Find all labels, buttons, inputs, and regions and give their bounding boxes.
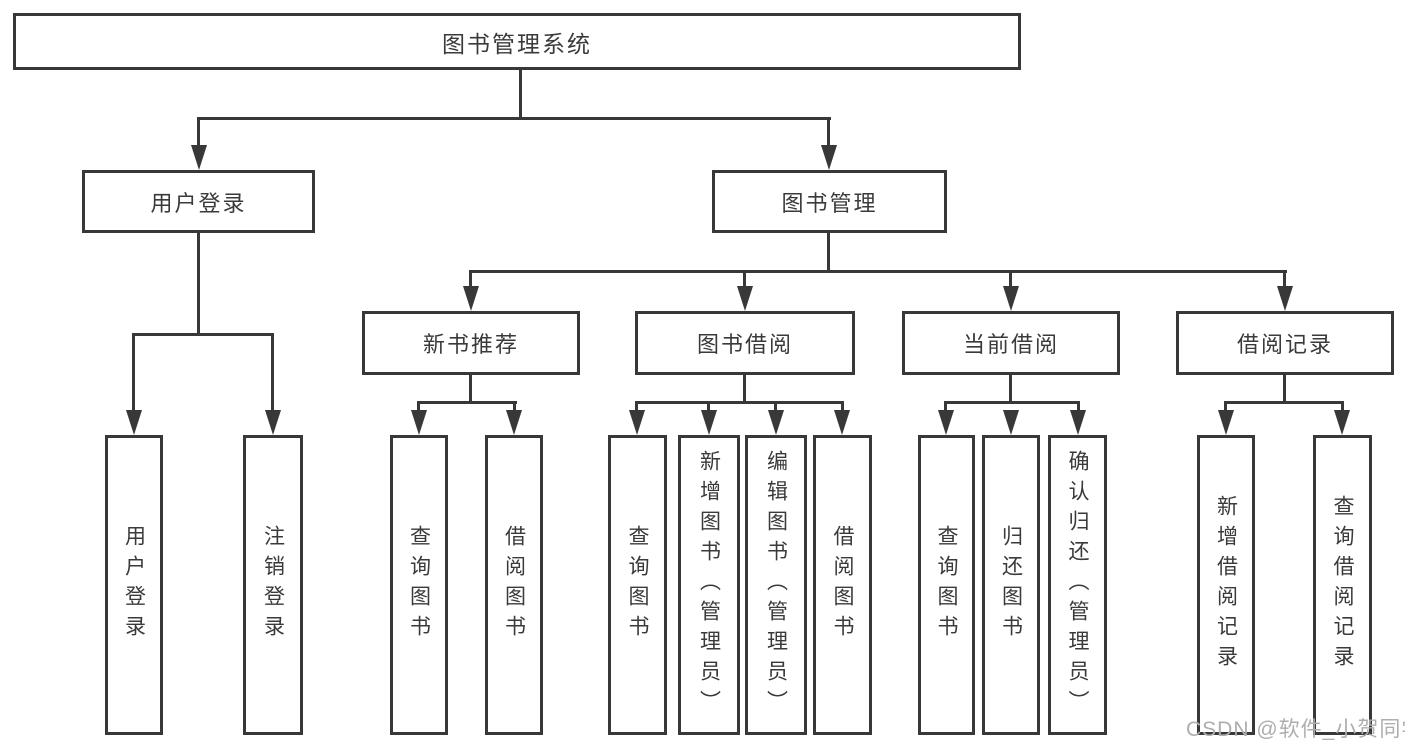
arrow-down-icon — [1218, 410, 1234, 435]
node-current-borrow: 当前借阅 — [902, 311, 1120, 375]
leaf-borrow-query-book: 查询图书 — [608, 435, 667, 735]
arrow-down-icon — [1003, 286, 1019, 311]
connector-feed — [1009, 375, 1012, 404]
leaf-recommend-borrow-book: 借阅图书 — [485, 435, 543, 735]
connector-stem — [1283, 270, 1286, 290]
connector-stem — [469, 270, 472, 290]
leaf-recommend-query-book-label: 查询图书 — [407, 525, 431, 645]
node-borrow-records-label: 借阅记录 — [1236, 332, 1333, 357]
leaf-current-return-book-label: 归还图书 — [999, 525, 1023, 645]
connector-stem — [197, 117, 200, 149]
connector-stem — [1224, 401, 1227, 413]
connector-stem — [513, 401, 516, 413]
arrow-down-icon — [768, 410, 784, 435]
arrow-down-icon — [1003, 410, 1019, 435]
leaf-borrow-edit-book-admin-label: 编辑图书（管理员） — [764, 450, 788, 720]
connector-split — [635, 401, 844, 404]
leaf-recommend-borrow-book-label: 借阅图书 — [502, 525, 526, 645]
arrow-down-icon — [1334, 410, 1350, 435]
csdn-watermark: CSDN @软件_小贺同学 — [1186, 718, 1405, 741]
leaf-recommend-query-book: 查询图书 — [390, 435, 448, 735]
leaf-records-query-record-label: 查询借阅记录 — [1331, 495, 1355, 675]
arrow-down-icon — [938, 410, 954, 435]
arrow-down-icon — [265, 410, 281, 435]
leaf-borrow-edit-book-admin: 编辑图书（管理员） — [745, 435, 807, 735]
leaf-borrow-borrow-book: 借阅图书 — [813, 435, 872, 735]
node-book-management: 图书管理 — [712, 170, 947, 233]
leaf-records-add-record: 新增借阅记录 — [1197, 435, 1255, 735]
connector-stem — [271, 333, 274, 413]
leaf-current-confirm-return-admin: 确认归还（管理员） — [1048, 435, 1107, 735]
connector-stem — [827, 117, 830, 149]
arrow-down-icon — [411, 410, 427, 435]
leaf-records-add-record-label: 新增借阅记录 — [1214, 495, 1238, 675]
leaf-borrow-borrow-book-label: 借阅图书 — [831, 525, 855, 645]
arrow-down-icon — [463, 286, 479, 311]
node-new-book-recommend-label: 新书推荐 — [422, 332, 519, 357]
connector-split — [944, 401, 1080, 404]
connector-root-feed — [519, 68, 522, 119]
connector-feed — [1283, 375, 1286, 404]
connector-stem — [841, 401, 844, 413]
node-new-book-recommend: 新书推荐 — [362, 311, 580, 375]
leaf-current-return-book: 归还图书 — [982, 435, 1040, 735]
node-user-login-label: 用户登录 — [150, 190, 247, 216]
connector-feed — [743, 375, 746, 404]
arrow-down-icon — [737, 286, 753, 311]
leaf-current-confirm-return-admin-label: 确认归还（管理员） — [1066, 450, 1090, 720]
arrow-down-icon — [126, 410, 142, 435]
leaf-borrow-query-book-label: 查询图书 — [626, 525, 650, 645]
node-root-label: 图书管理系统 — [442, 30, 592, 57]
node-current-borrow-label: 当前借阅 — [962, 332, 1059, 357]
connector-user-login-feed — [197, 233, 200, 336]
arrow-down-icon — [629, 410, 645, 435]
connector-stem — [1077, 401, 1080, 413]
node-book-borrow: 图书借阅 — [635, 311, 855, 375]
leaf-user-login-label: 用户登录 — [122, 525, 146, 645]
connector-user-login-split — [132, 333, 274, 336]
arrow-down-icon — [1277, 286, 1293, 311]
arrow-down-icon — [821, 145, 837, 170]
node-book-borrow-label: 图书借阅 — [696, 332, 793, 357]
connector-stem — [1009, 270, 1012, 290]
connector-stem — [743, 270, 746, 290]
connector-book-mgmt-feed — [827, 233, 830, 273]
connector-stem — [944, 401, 947, 413]
connector-stem — [1341, 401, 1344, 413]
arrow-down-icon — [506, 410, 522, 435]
leaf-borrow-add-book-admin: 新增图书（管理员） — [678, 435, 740, 735]
connector-stem — [417, 401, 420, 413]
leaf-records-query-record: 查询借阅记录 — [1313, 435, 1372, 735]
leaf-borrow-add-book-admin-label: 新增图书（管理员） — [697, 450, 721, 720]
node-borrow-records: 借阅记录 — [1176, 311, 1394, 375]
leaf-current-query-book: 查询图书 — [918, 435, 975, 735]
node-book-management-label: 图书管理 — [781, 190, 878, 216]
connector-stem — [707, 401, 710, 413]
arrow-down-icon — [834, 410, 850, 435]
connector-feed — [469, 375, 472, 404]
connector-level3-split — [469, 270, 1287, 273]
leaf-user-login: 用户登录 — [105, 435, 163, 735]
leaf-current-query-book-label: 查询图书 — [935, 525, 959, 645]
connector-split — [417, 401, 517, 404]
leaf-logout: 注销登录 — [243, 435, 303, 735]
leaf-logout-label: 注销登录 — [261, 525, 285, 645]
connector-stem — [132, 333, 135, 413]
connector-stem — [635, 401, 638, 413]
node-user-login: 用户登录 — [82, 170, 315, 233]
arrow-down-icon — [1070, 410, 1086, 435]
arrow-down-icon — [701, 410, 717, 435]
arrow-down-icon — [191, 145, 207, 170]
connector-level2-split — [197, 117, 831, 120]
connector-split — [1224, 401, 1344, 404]
connector-stem — [774, 401, 777, 413]
node-root: 图书管理系统 — [13, 13, 1021, 70]
